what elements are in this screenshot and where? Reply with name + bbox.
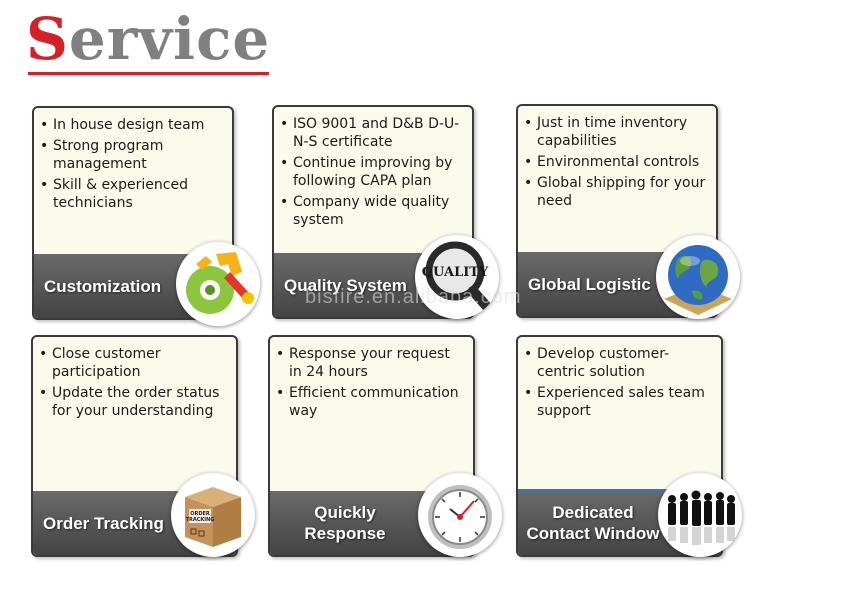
service-card-contact-window: Develop customer-centric solution Experi… bbox=[516, 335, 742, 557]
list-item: ISO 9001 and D&B D-U-N-S certificate bbox=[280, 115, 466, 151]
card-label: Customization bbox=[44, 276, 162, 296]
list-item: Global shipping for your need bbox=[524, 174, 710, 210]
list-item: Experienced sales team support bbox=[524, 384, 715, 420]
list-item: Environmental controls bbox=[524, 153, 710, 171]
list-item: Company wide quality system bbox=[280, 193, 466, 229]
card-item-list: Just in time inventory capabilities Envi… bbox=[524, 114, 710, 213]
card-label: Dedicated Contact Window bbox=[524, 491, 662, 555]
list-item: Close customer participation bbox=[39, 345, 230, 381]
list-item: Develop customer-centric solution bbox=[524, 345, 715, 381]
card-label-line1: Dedicated bbox=[552, 503, 634, 522]
service-card-quality-system: ISO 9001 and D&B D-U-N-S certificate Con… bbox=[272, 105, 499, 319]
list-item: Strong program management bbox=[40, 137, 226, 173]
title-rest: ervice bbox=[68, 5, 271, 73]
card-item-list: In house design team Strong program mana… bbox=[40, 116, 226, 215]
list-item: Continue improving by following CAPA pla… bbox=[280, 154, 466, 190]
card-label-line2: Response bbox=[304, 524, 386, 543]
title-underline bbox=[28, 72, 269, 75]
card-item-list: Develop customer-centric solution Experi… bbox=[524, 345, 715, 423]
box-label-line2: TRACKING bbox=[186, 517, 215, 523]
card-item-list: ISO 9001 and D&B D-U-N-S certificate Con… bbox=[280, 115, 466, 232]
globe-icon bbox=[656, 235, 740, 319]
quality-icon-text: QUALITY bbox=[422, 265, 489, 280]
service-card-order-tracking: Close customer participation Update the … bbox=[31, 335, 255, 557]
service-card-quick-response: Response your request in 24 hours Effici… bbox=[268, 335, 502, 557]
card-label: Order Tracking bbox=[43, 513, 164, 533]
card-label-line2: Contact Window bbox=[526, 524, 660, 543]
list-item: Just in time inventory capabilities bbox=[524, 114, 710, 150]
card-item-list: Close customer participation Update the … bbox=[39, 345, 230, 423]
service-card-customization: In house design team Strong program mana… bbox=[32, 106, 260, 326]
list-item: Response your request in 24 hours bbox=[276, 345, 467, 381]
shipping-box-icon: ORDER TRACKING bbox=[171, 473, 255, 557]
box-label-line1: ORDER bbox=[190, 511, 210, 517]
page-title: Service bbox=[26, 4, 270, 74]
list-item: Skill & experienced technicians bbox=[40, 176, 226, 212]
tools-icon bbox=[176, 242, 260, 326]
team-silhouettes-icon bbox=[658, 473, 742, 557]
stopwatch-icon bbox=[418, 473, 502, 557]
card-label: Quickly Response bbox=[280, 491, 410, 555]
list-item: In house design team bbox=[40, 116, 226, 134]
card-item-list: Response your request in 24 hours Effici… bbox=[276, 345, 467, 423]
list-item: Efficient communication way bbox=[276, 384, 467, 420]
watermark: bisfire.en.alibaba.com bbox=[305, 286, 522, 308]
card-label: Global Logistic bbox=[528, 274, 651, 294]
card-label: Quality System bbox=[284, 275, 407, 295]
title-initial: S bbox=[26, 5, 69, 73]
service-card-global-logistic: Just in time inventory capabilities Envi… bbox=[516, 104, 740, 319]
card-label-line1: Quickly bbox=[314, 503, 376, 522]
quality-magnifier-icon: QUALITY bbox=[415, 235, 499, 319]
list-item: Update the order status for your underst… bbox=[39, 384, 230, 420]
